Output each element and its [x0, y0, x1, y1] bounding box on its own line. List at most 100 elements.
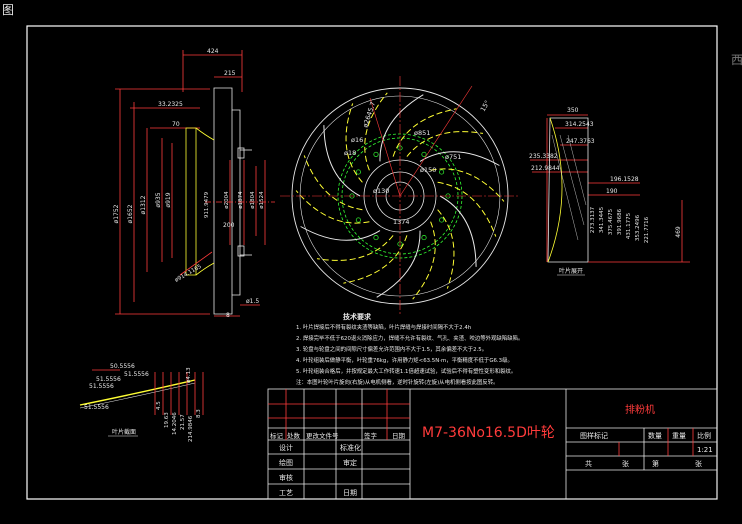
sheet-number: 第: [652, 459, 659, 468]
dim-911-9479: 911.9479: [204, 191, 210, 218]
dim-196-1528: 196.1528: [610, 176, 639, 183]
header-count: 处数: [287, 431, 301, 440]
impeller-blade: [323, 125, 361, 197]
side-section-view: 424 215 33.2325 70 ø1752 ø1652 ø1312 ø93…: [113, 48, 275, 319]
title-block: [267, 388, 718, 500]
header-weight: 重量: [672, 432, 686, 440]
hub-bolt-hole: [439, 169, 445, 175]
header-sign: 签字: [364, 431, 378, 440]
hub-bolt-hole: [421, 151, 427, 157]
blade-dim-d4-13: ø4.13: [186, 367, 192, 383]
dim-d130: ø130: [373, 187, 389, 195]
dim-d914: ø914.1165: [174, 263, 203, 283]
hub-bolt-hole: [373, 151, 379, 157]
sheet-unit: 张: [622, 459, 629, 468]
blade-section-label: 叶片截面: [112, 428, 136, 436]
dim-350: 350: [567, 107, 579, 114]
blade-dim-51b: 51.5556: [96, 376, 121, 383]
hub-bolt-hole: [373, 235, 379, 241]
row-check: 审核: [279, 473, 293, 482]
hub-bolt-hole: [355, 217, 361, 223]
technical-requirements: 技术要求 1. 叶片焊接后不得有裂纹夹渣等缺陷，叶片焊缝与焊接时间隔不大于2.4…: [296, 312, 523, 386]
tech-note-4: 4. 叶轮组装后做静平衡，叶轮重76kg，许用静力矩<63.5N·m，平衡精度不…: [296, 356, 513, 364]
tech-note-3: 3. 轮盘与轮盘之间的间隙尺寸偏差允许范围内不大于1.5，其余偏差不大于2.5。: [296, 345, 487, 353]
impeller-blade: [439, 195, 477, 267]
drawing-name: M7-36No16.5D叶轮: [422, 425, 555, 441]
dim-d919: ø919: [165, 192, 172, 207]
dim-353: 353.2496: [635, 214, 641, 241]
impeller-blade: [316, 235, 394, 261]
dim-247-3763: 247.3763: [566, 138, 595, 145]
row-approve: 审定: [343, 458, 357, 467]
impeller-blade: [376, 230, 421, 298]
header-quantity: 数量: [648, 431, 662, 440]
header-scale: 比例: [697, 431, 711, 440]
impeller-blade: [364, 92, 388, 171]
impeller-blade: [379, 94, 424, 162]
blade-dim-51c: 51.5556: [89, 383, 114, 390]
dim-215: 215: [224, 70, 236, 77]
dim-d150: ø150: [420, 166, 436, 174]
impeller-blade: [392, 108, 457, 157]
dim-221: 221.7716: [644, 216, 650, 243]
dim-314-2543: 314.2543: [565, 121, 594, 128]
corner-label: 图: [2, 3, 14, 17]
impeller-blade: [406, 131, 484, 157]
impeller-blade: [303, 155, 363, 211]
blade-development-view: 350 314.2543 247.3763 235.3382 212.9844 …: [529, 107, 690, 276]
dim-375: 375.4675: [608, 208, 614, 235]
header-date: 日期: [392, 432, 406, 440]
sheet-unit-2: 张: [695, 459, 702, 468]
dim-d18: ø18: [344, 149, 356, 157]
product-name: 排粉机: [625, 403, 655, 416]
dim-d935: ø935: [155, 192, 162, 207]
blade-dim-51a: 51.5556: [124, 371, 149, 378]
impeller-blade: [412, 221, 436, 300]
dim-d16: ø16: [351, 136, 363, 144]
blade-development-label: 叶片展开: [559, 267, 583, 275]
hub-bolt-hole: [439, 217, 445, 223]
impeller-blade: [419, 151, 500, 166]
dim-70: 70: [172, 121, 180, 128]
blade-dim-8-3: 8.3: [196, 409, 202, 418]
tech-note-5: 5. 叶轮组装合格后，并按规定最大工作转速1.1倍超速试验，试验后不得有塑性变形…: [296, 367, 516, 375]
row-design: 设计: [279, 443, 293, 452]
tech-note-1: 1. 叶片焊接后不得有裂纹夹渣等缺陷，叶片焊缝与焊接时间隔不大于2.4h: [296, 323, 471, 331]
impeller-blade: [300, 226, 381, 241]
dim-1374: 1374: [393, 218, 410, 226]
dim-d1874: ø1874: [238, 191, 244, 209]
tech-notes-title: 技术要求: [343, 312, 372, 321]
row-date: 日期: [343, 489, 357, 497]
dim-d1524: ø1524: [259, 191, 265, 209]
impeller-blade: [343, 235, 408, 284]
blade-dim-51d: 51.5556: [84, 404, 109, 411]
impeller-blade: [430, 168, 505, 202]
header-change-doc: 更改文件号: [306, 431, 339, 440]
dim-431: 431.1775: [626, 212, 632, 239]
dim-d1652: ø1652: [127, 204, 134, 223]
hub-bolt-hole: [355, 169, 361, 175]
right-edge-fragment: 西: [731, 53, 742, 67]
hub-bolt-hole: [421, 235, 427, 241]
blade-section-view: 50.5556 51.5556 51.5556 51.5556 51.5556 …: [79, 363, 204, 442]
dim-d751: ø751: [445, 153, 461, 161]
dim-d2645: ø2645.7: [361, 101, 377, 129]
dim-d1-5: ø1.5: [246, 298, 259, 305]
scale-value: 1:21: [697, 446, 713, 454]
row-standardize: 标准化: [340, 443, 361, 452]
impeller-blade: [295, 190, 370, 224]
dim-33-2325: 33.2325: [158, 101, 183, 108]
dim-15deg: 15°: [479, 99, 492, 113]
dim-d851: ø851: [414, 129, 430, 137]
dim-391: 391.9686: [617, 208, 623, 235]
blade-dim-50: 50.5556: [110, 363, 135, 370]
header-mark: 标记: [270, 431, 284, 440]
dim-424: 424: [207, 48, 219, 55]
row-process: 工艺: [279, 489, 293, 497]
blade-dim-21-57: 21.57: [180, 414, 186, 430]
blade-dim-19-63: 19.63: [164, 412, 170, 428]
dim-341: 341.3445: [599, 206, 605, 233]
impeller-front-view: ø2645.7 ø851 ø16 ø18 ø751 ø150 1374 ø130…: [280, 76, 520, 316]
tech-note-6: 注：本图叶轮叶片旋向(右旋)从电机侧看，逆时针旋转(左旋)从电机侧看按此图反转。: [296, 378, 498, 386]
impeller-blade: [345, 103, 363, 183]
